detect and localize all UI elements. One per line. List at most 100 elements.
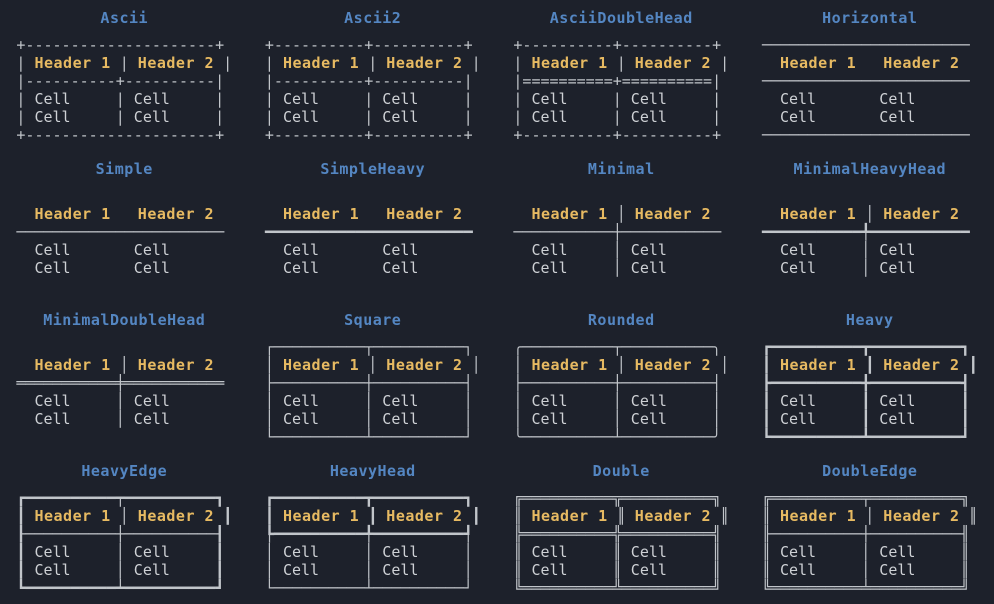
body-cell-text: Cell xyxy=(382,410,419,428)
border-example-doubleedge: DoubleEdge╔══════════╤══════════╗ ║ Head… xyxy=(746,453,994,604)
body-cell-text: Cell xyxy=(34,543,71,561)
body-cell-text: Cell xyxy=(879,392,916,410)
body-cell-text: Cell xyxy=(34,241,71,259)
border-sample-table-ascii: +---------------------+ | Header 1 | Hea… xyxy=(16,36,233,144)
header-cell-text: Header 1 xyxy=(34,356,111,374)
header-cell-text: Header 1 xyxy=(779,356,857,374)
body-cell-text: Cell xyxy=(630,108,667,126)
body-cell-text: Cell xyxy=(779,561,817,579)
body-cell-text: Cell xyxy=(531,90,568,108)
body-cell-text: Cell xyxy=(34,90,71,108)
border-title-ascii: Ascii xyxy=(100,9,149,27)
body-cell-text: Cell xyxy=(879,543,916,561)
border-sample-table-square: ┌──────────┬──────────┐ │ Header 1 │ Hea… xyxy=(264,338,481,446)
header-cell-text: Header 2 xyxy=(883,205,960,223)
body-cell-text: Cell xyxy=(34,410,71,428)
border-sample-table-minimaldoublehead: Header 1 │ Header 2 ═══════════╪════════… xyxy=(16,356,225,428)
body-cell-text: Cell xyxy=(630,561,667,579)
body-cell-text: Cell xyxy=(133,90,170,108)
body-cell-text: Cell xyxy=(779,410,817,428)
header-cell-text: Header 1 xyxy=(531,507,608,525)
header-cell-text: Header 2 xyxy=(883,507,960,525)
border-example-ascii: Ascii +---------------------+ | Header 1 … xyxy=(0,0,249,151)
body-cell-text: Cell xyxy=(282,561,320,579)
body-cell-text: Cell xyxy=(382,108,419,126)
header-cell-text: Header 1 xyxy=(282,205,360,223)
body-cell-text: Cell xyxy=(879,410,916,428)
body-cell-text: Cell xyxy=(779,392,817,410)
border-title-square: Square xyxy=(344,311,402,329)
border-example-rounded: Rounded╭──────────┬──────────╮ │ Header … xyxy=(497,302,746,453)
body-cell-text: Cell xyxy=(879,108,916,126)
body-cell-text: Cell xyxy=(630,259,667,277)
body-cell-text: Cell xyxy=(779,259,817,277)
body-cell-text: Cell xyxy=(282,241,320,259)
border-sample-table-simpleheavy: Header 1 Header 2 ━━━━━━━━━━━━━━━━━━━━━━… xyxy=(264,205,473,277)
header-cell-text: Header 2 xyxy=(883,54,960,72)
header-cell-text: Header 2 xyxy=(634,205,712,223)
border-example-square: Square ┌──────────┬──────────┐ │ Header 1… xyxy=(249,302,498,453)
border-example-minimalheavyhead: MinimalHeavyHead Header 1 │ Header 2 ━━━… xyxy=(746,151,994,302)
body-cell-text: Cell xyxy=(34,108,71,126)
body-cell-text: Cell xyxy=(879,561,916,579)
body-cell-text: Cell xyxy=(630,410,667,428)
body-cell-text: Cell xyxy=(34,561,71,579)
body-cell-text: Cell xyxy=(630,241,667,259)
border-title-asciidoublehead: AsciiDoubleHead xyxy=(549,9,693,27)
header-cell-text: Header 1 xyxy=(34,507,111,525)
border-title-heavyhead: HeavyHead xyxy=(329,462,416,480)
border-title-minimalheavyhead: MinimalHeavyHead xyxy=(793,160,946,178)
header-cell-text: Header 1 xyxy=(531,54,608,72)
border-title-double: Double xyxy=(592,462,650,480)
header-cell-text: Header 2 xyxy=(137,54,215,72)
header-cell-text: Header 2 xyxy=(386,205,463,223)
border-title-heavy: Heavy xyxy=(845,311,894,329)
body-cell-text: Cell xyxy=(382,561,419,579)
border-example-heavyedge: HeavyEdge┏━━━━━━━━━━┯━━━━━━━━━━┓ ┃ Heade… xyxy=(0,453,249,604)
border-title-heavyedge: HeavyEdge xyxy=(81,462,168,480)
border-sample-table-simple: Header 1 Header 2 ──────────────────────… xyxy=(16,205,225,277)
body-cell-text: Cell xyxy=(382,259,419,277)
body-cell-text: Cell xyxy=(879,259,916,277)
header-cell-text: Header 2 xyxy=(634,507,712,525)
header-cell-text: Header 1 xyxy=(779,54,857,72)
border-title-horizontal: Horizontal xyxy=(822,9,918,27)
border-title-ascii2: Ascii2 xyxy=(344,9,402,27)
border-example-ascii2: Ascii2 +----------+----------+ | Header 1… xyxy=(249,0,498,151)
border-example-heavy: Heavy┏━━━━━━━━━━┳━━━━━━━━━━┓ ┃ Header 1 … xyxy=(746,302,994,453)
body-cell-text: Cell xyxy=(779,241,817,259)
border-example-simple: Simple Header 1 Header 2 ───────────────… xyxy=(0,151,249,302)
border-title-rounded: Rounded xyxy=(587,311,655,329)
body-cell-text: Cell xyxy=(133,241,170,259)
header-cell-text: Header 2 xyxy=(883,356,960,374)
body-cell-text: Cell xyxy=(531,410,568,428)
header-cell-text: Header 2 xyxy=(137,356,215,374)
border-example-minimal: Minimal Header 1 │ Header 2 ───────────┼… xyxy=(497,151,746,302)
body-cell-text: Cell xyxy=(879,241,916,259)
body-cell-text: Cell xyxy=(630,392,667,410)
body-cell-text: Cell xyxy=(133,108,170,126)
body-cell-text: Cell xyxy=(779,90,817,108)
border-sample-table-double: ╔══════════╦══════════╗ ║ Header 1 ║ Hea… xyxy=(513,489,730,597)
header-cell-text: Header 2 xyxy=(386,507,463,525)
body-cell-text: Cell xyxy=(282,259,320,277)
border-title-doubleedge: DoubleEdge xyxy=(822,462,918,480)
body-cell-text: Cell xyxy=(779,543,817,561)
border-sample-table-ascii2: +----------+----------+ | Header 1 | Hea… xyxy=(264,36,481,144)
header-cell-text: Header 2 xyxy=(137,205,215,223)
body-cell-text: Cell xyxy=(34,392,71,410)
body-cell-text: Cell xyxy=(133,259,170,277)
border-title-minimal: Minimal xyxy=(587,160,655,178)
body-cell-text: Cell xyxy=(382,90,419,108)
border-sample-table-heavyhead: ┏━━━━━━━━━━┳━━━━━━━━━━┓ ┃ Header 1 ┃ Hea… xyxy=(264,489,481,597)
body-cell-text: Cell xyxy=(133,392,170,410)
border-example-heavyhead: HeavyHead ┏━━━━━━━━━━┳━━━━━━━━━━┓ ┃ Heade… xyxy=(249,453,498,604)
body-cell-text: Cell xyxy=(133,561,170,579)
body-cell-text: Cell xyxy=(382,392,419,410)
border-sample-table-minimal: Header 1 │ Header 2 ───────────┼────────… xyxy=(513,205,722,277)
header-cell-text: Header 1 xyxy=(282,507,360,525)
header-cell-text: Header 2 xyxy=(634,356,712,374)
border-title-minimaldoublehead: MinimalDoubleHead xyxy=(43,311,206,329)
border-example-simpleheavy: SimpleHeavy Header 1 Header 2 ━━━━━━━━━━… xyxy=(249,151,498,302)
